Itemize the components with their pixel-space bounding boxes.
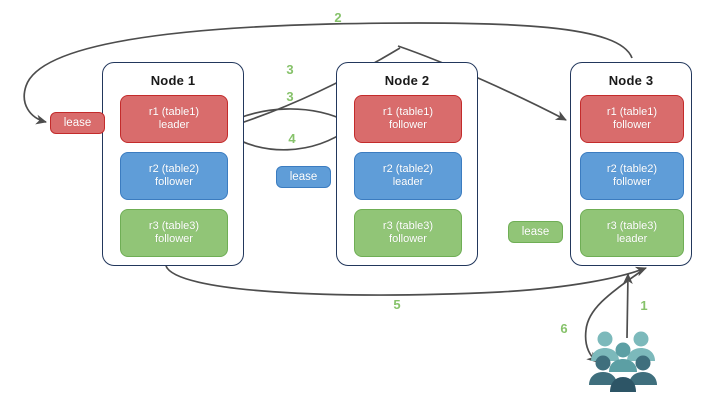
replica-role: leader [616,233,648,245]
replica-node1-r2[interactable]: r2 (table2) follower [120,152,228,200]
step-label-1: 1 [640,298,648,313]
replica-role: follower [613,119,651,131]
replica-role: follower [155,176,193,188]
users-group-icon [589,331,657,392]
step-label-6: 6 [560,321,568,336]
replica-name: r3 (table3) [148,219,200,232]
replica-node2-r1[interactable]: r1 (table1) follower [354,95,462,143]
replica-role: leader [392,176,424,188]
replica-role: leader [158,119,190,131]
replica-name: r1 (table1) [382,105,434,118]
lease-badge-red[interactable]: lease [50,112,105,134]
lease-label: lease [289,171,318,183]
replica-name: r2 (table2) [382,162,434,175]
step-label-4: 4 [288,131,296,146]
replica-node3-r1[interactable]: r1 (table1) follower [580,95,684,143]
step-label-5: 5 [393,297,401,312]
node-container-2: Node 2 r1 (table1) follower r2 (table2) … [336,62,478,266]
node-container-1: Node 1 r1 (table1) leader r2 (table2) fo… [102,62,244,266]
step-label-3-upper: 3 [286,62,294,77]
replica-name: r1 (table1) [606,105,658,118]
node-title-2: Node 2 [384,73,430,88]
node-title-3: Node 3 [608,73,654,88]
lease-badge-blue[interactable]: lease [276,166,331,188]
step-label-3-lower: 3 [286,89,294,104]
lease-badge-green[interactable]: lease [508,221,563,243]
replica-name: r2 (table2) [148,162,200,175]
replica-role: follower [389,119,427,131]
replica-node3-r2[interactable]: r2 (table2) follower [580,152,684,200]
lease-label: lease [63,117,92,129]
arrow-step-5 [165,265,647,296]
replica-role: follower [613,176,651,188]
replica-node1-r1[interactable]: r1 (table1) leader [120,95,228,143]
replica-name: r3 (table3) [382,219,434,232]
replica-node3-r3[interactable]: r3 (table3) leader [580,209,684,257]
replica-role: follower [155,233,193,245]
step-label-2: 2 [334,10,342,25]
replica-node1-r3[interactable]: r3 (table3) follower [120,209,228,257]
arrow-step-1 [622,273,633,339]
replica-name: r3 (table3) [606,219,658,232]
replica-node2-r3[interactable]: r3 (table3) follower [354,209,462,257]
replica-node2-r2[interactable]: r2 (table2) leader [354,152,462,200]
lease-label: lease [521,226,550,238]
replica-name: r2 (table2) [606,162,658,175]
node-title-1: Node 1 [150,73,196,88]
node-container-3: Node 3 r1 (table1) follower r2 (table2) … [570,62,692,266]
replica-role: follower [389,233,427,245]
replica-name: r1 (table1) [148,105,200,118]
